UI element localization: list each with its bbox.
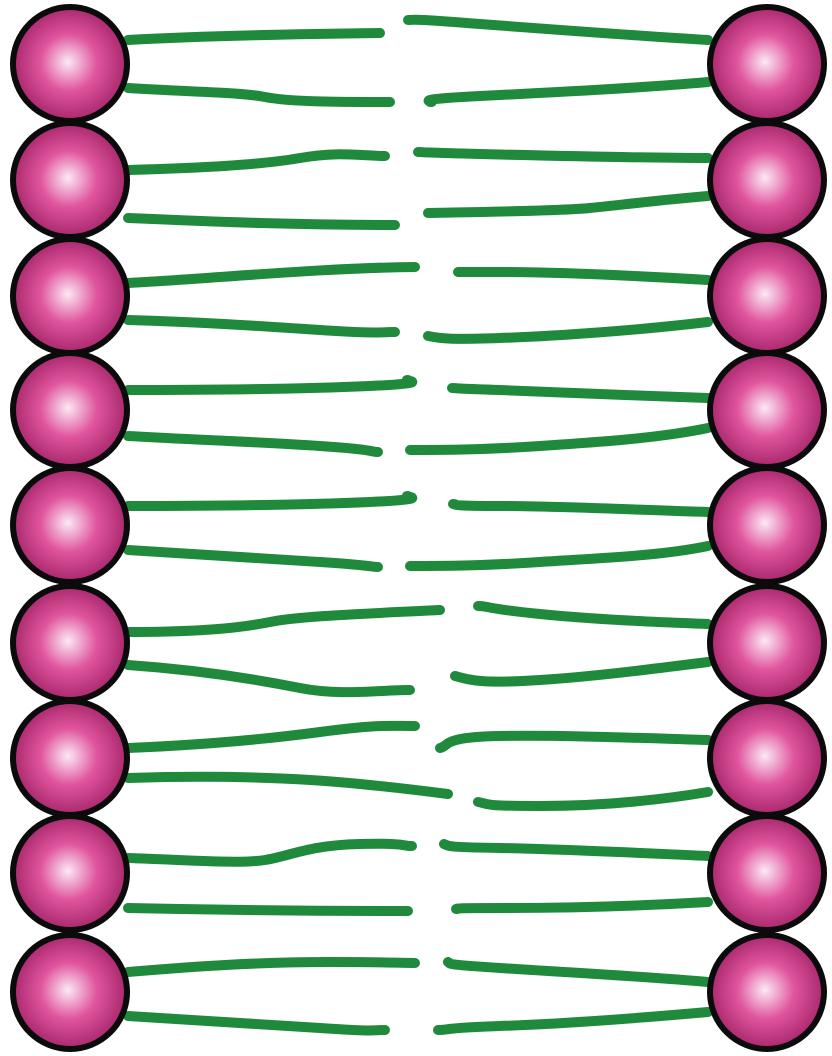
left-lipid-7-tail-1 (128, 726, 415, 748)
right-lipid-7-tail-2 (478, 792, 708, 806)
right-lipid-5-tail-1 (453, 504, 708, 512)
left-lipid-1-tail-2 (128, 88, 390, 102)
right-lipid-7-tail-1 (440, 736, 708, 748)
left-lipid-3-tail-1 (128, 267, 415, 283)
right-lipid-3-tail-1 (458, 272, 708, 280)
right-lipid-1-head (710, 7, 824, 121)
right-lipid-5-head (710, 468, 824, 582)
left-lipid-2-tail-1 (128, 154, 385, 170)
left-lipid-4-tail-2 (128, 436, 378, 452)
right-lipid-7-head (710, 701, 824, 815)
right-lipid-1-tail-2 (429, 82, 708, 102)
left-lipid-8-tail-1 (128, 844, 412, 862)
left-lipid-2-tail-2 (128, 218, 395, 225)
left-lipid-6-head (13, 586, 127, 700)
left-lipid-8-head (13, 816, 127, 930)
left-lipid-4-head (13, 353, 127, 467)
right-lipid-1-tail-1 (408, 20, 708, 40)
right-lipid-3-tail-2 (428, 322, 708, 339)
right-lipid-9-tail-1 (448, 962, 708, 982)
left-lipid-8-tail-2 (128, 908, 408, 911)
right-lipid-5-tail-2 (410, 546, 708, 566)
left-lipid-4-tail-1 (128, 380, 412, 390)
right-lipid-8-tail-2 (456, 902, 708, 909)
right-lipid-2-tail-1 (418, 152, 708, 158)
left-lipid-7-head (13, 701, 127, 815)
right-lipid-6-head (710, 586, 824, 700)
left-lipid-9-tail-1 (128, 962, 415, 972)
left-lipid-1-head (13, 7, 127, 121)
left-lipid-5-head (13, 468, 127, 582)
left-lipid-1-tail-1 (128, 33, 380, 40)
left-lipid-6-tail-2 (128, 665, 410, 692)
right-lipid-9-head (710, 935, 824, 1049)
right-lipid-4-head (710, 353, 824, 467)
right-lipid-9-tail-2 (438, 1012, 708, 1030)
tail-layer (128, 20, 708, 1031)
left-lipid-6-tail-1 (128, 610, 440, 632)
left-lipid-3-head (13, 239, 127, 353)
left-lipid-3-tail-2 (128, 320, 395, 333)
left-lipid-9-tail-2 (128, 1016, 385, 1031)
right-lipid-2-tail-2 (428, 196, 708, 213)
right-lipid-4-tail-2 (410, 428, 708, 450)
left-lipid-5-tail-1 (128, 496, 412, 506)
left-lipid-7-tail-2 (128, 777, 448, 794)
left-lipid-2-head (13, 123, 127, 237)
right-lipid-6-tail-1 (478, 606, 708, 624)
right-lipid-6-tail-2 (455, 662, 708, 682)
right-lipid-8-head (710, 816, 824, 930)
right-lipid-8-tail-1 (444, 844, 708, 856)
left-lipid-5-tail-2 (128, 550, 378, 567)
right-lipid-2-head (710, 123, 824, 237)
right-lipid-3-head (710, 239, 824, 353)
head-layer (13, 7, 824, 1049)
left-lipid-9-head (13, 935, 127, 1049)
right-lipid-4-tail-1 (452, 388, 708, 398)
